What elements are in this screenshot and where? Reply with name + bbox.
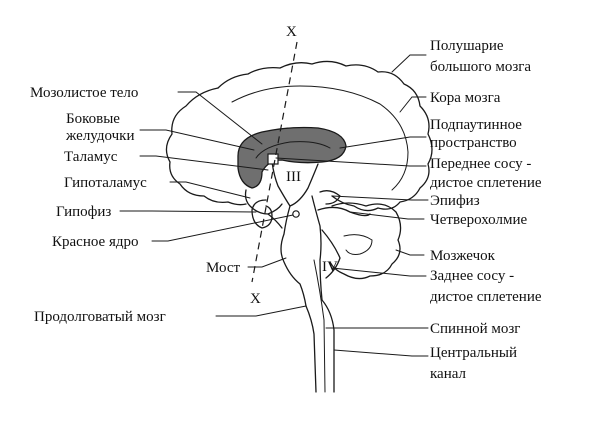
label-pons: Мост bbox=[206, 260, 240, 276]
hypothalamus-outline bbox=[244, 189, 283, 215]
cerebral-hemisphere-front bbox=[165, 87, 247, 206]
label-posterior-plexus-2: дистое сплетение bbox=[430, 289, 542, 305]
spinal-cord-back bbox=[321, 299, 335, 393]
leader-corpus-callosum bbox=[177, 91, 263, 145]
cortex-inner-contour bbox=[231, 85, 409, 191]
label-anterior-plexus-2: дистое сплетение bbox=[430, 175, 542, 191]
pituitary-stalk bbox=[267, 213, 283, 229]
quadrigemina-outline bbox=[317, 206, 371, 217]
leader-epiphysis bbox=[331, 195, 429, 201]
leader-hypothalamus bbox=[169, 181, 251, 199]
midbrain-back bbox=[311, 195, 323, 301]
label-epiphysis: Эпифиз bbox=[430, 193, 480, 209]
leader-central-canal bbox=[333, 349, 429, 357]
label-corpus-callosum: Мозолистое тело bbox=[30, 85, 138, 101]
label-quadrigemina: Четверохолмие bbox=[430, 212, 527, 228]
label-medulla: Продолговатый мозг bbox=[34, 309, 166, 325]
leader-pons bbox=[247, 257, 287, 268]
epiphysis-outline bbox=[319, 190, 341, 205]
label-central-canal-2: канал bbox=[430, 366, 467, 382]
fourth-ventricle bbox=[321, 229, 341, 279]
leader-thalamus bbox=[139, 155, 269, 171]
leader-medulla bbox=[215, 305, 307, 317]
label-lateral-ventricles-1: Боковые bbox=[66, 111, 120, 127]
central-canal-line bbox=[313, 259, 326, 393]
leader-pituitary bbox=[119, 210, 257, 213]
label-cortex: Кора мозга bbox=[430, 90, 501, 106]
label-anterior-plexus-1: Переднее сосу - bbox=[430, 156, 531, 172]
label-spinal-cord: Спинной мозг bbox=[430, 321, 520, 337]
pituitary-outline bbox=[251, 199, 273, 229]
leader-subarachnoid bbox=[339, 136, 427, 149]
label-posterior-plexus-1: Заднее сосу - bbox=[430, 268, 514, 284]
axis-label-bottom: X bbox=[250, 291, 261, 307]
spinal-cord-front bbox=[305, 305, 317, 393]
corpus-callosum-inner bbox=[255, 141, 331, 159]
leader-lateral-ventricles bbox=[139, 129, 255, 151]
leader-hemisphere bbox=[391, 54, 427, 73]
anterior-plexus-marker bbox=[267, 153, 279, 165]
label-pituitary: Гипофиз bbox=[56, 204, 111, 220]
leader-lines bbox=[119, 54, 429, 357]
cerebral-hemisphere-outline bbox=[217, 60, 433, 212]
leader-cortex bbox=[399, 96, 427, 113]
label-central-canal-1: Центральный bbox=[430, 345, 517, 361]
leader-posterior-plexus bbox=[331, 267, 427, 277]
red-nucleus-marker bbox=[292, 210, 300, 218]
label-hemisphere-1: Полушарие bbox=[430, 38, 504, 54]
label-subarachnoid-1: Подпаутинное bbox=[430, 117, 522, 133]
leader-anterior-plexus bbox=[275, 157, 427, 167]
leader-red-nucleus bbox=[151, 214, 294, 242]
midbrain-pons-front bbox=[280, 205, 307, 307]
label-subarachnoid-2: пространство bbox=[430, 135, 517, 151]
leader-cerebellum bbox=[395, 249, 425, 256]
label-cerebellum: Мозжечок bbox=[430, 248, 496, 264]
cerebellum-outline bbox=[329, 202, 402, 280]
label-hypothalamus: Гипоталамус bbox=[64, 175, 147, 191]
label-hemisphere-2: большого мозга bbox=[430, 59, 531, 75]
leader-quadrigemina bbox=[349, 211, 425, 220]
axis-label-top: X bbox=[286, 24, 297, 40]
fourth-ventricle-label: IV bbox=[322, 259, 338, 275]
section-axis bbox=[251, 41, 298, 283]
third-ventricle-label: III bbox=[286, 169, 301, 185]
labels: X X III IV Мозолистое тело Боковые желуд… bbox=[30, 24, 542, 382]
label-thalamus: Таламус bbox=[64, 149, 118, 165]
lateral-ventricle bbox=[237, 126, 347, 189]
label-lateral-ventricles-2: желудочки bbox=[65, 128, 134, 144]
brain-drawing bbox=[165, 41, 433, 393]
label-red-nucleus: Красное ядро bbox=[52, 234, 138, 250]
cerebellum-inner bbox=[343, 234, 373, 255]
